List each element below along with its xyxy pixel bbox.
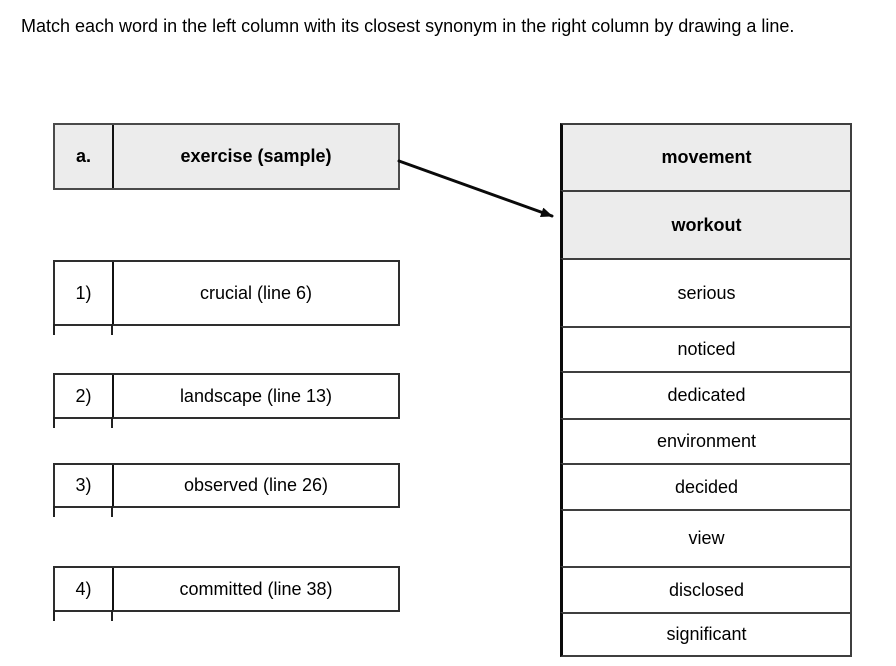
row-stub (53, 417, 55, 428)
left-item-4-word: committed (line 38) (179, 578, 333, 599)
left-item-3[interactable]: 3) observed (line 26) (53, 463, 400, 508)
left-item-4[interactable]: 4) committed (line 38) (53, 566, 400, 612)
left-item-2-label: 2) (55, 375, 114, 417)
left-item-2-word: landscape (line 13) (179, 385, 333, 406)
right-option-2[interactable]: workout (560, 190, 852, 260)
right-option-6[interactable]: environment (560, 418, 852, 465)
sample-box: a. exercise (sample) (53, 123, 400, 190)
row-stub (111, 506, 113, 517)
left-item-4-label: 4) (55, 568, 114, 610)
right-option-4[interactable]: noticed (560, 326, 852, 373)
row-stub (111, 417, 113, 428)
row-stub (111, 324, 113, 335)
row-stub (53, 610, 55, 621)
right-option-5[interactable]: dedicated (560, 371, 852, 420)
right-option-8[interactable]: view (560, 509, 852, 568)
left-item-3-label: 3) (55, 465, 114, 506)
left-item-1-label: 1) (55, 262, 114, 324)
right-option-7[interactable]: decided (560, 463, 852, 511)
right-option-1[interactable]: movement (560, 123, 852, 192)
instruction-text: Match each word in the left column with … (21, 16, 795, 36)
sample-label: a. (55, 125, 114, 188)
left-item-1-word: crucial (line 6) (199, 282, 313, 303)
right-option-9[interactable]: disclosed (560, 566, 852, 614)
left-item-2[interactable]: 2) landscape (line 13) (53, 373, 400, 419)
right-option-3[interactable]: serious (560, 258, 852, 328)
right-option-10[interactable]: significant (560, 612, 852, 657)
row-stub (53, 506, 55, 517)
sample-word: exercise (sample) (180, 146, 332, 166)
left-item-1[interactable]: 1) crucial (line 6) (53, 260, 400, 326)
row-stub (111, 610, 113, 621)
row-stub (53, 324, 55, 335)
left-item-3-word: observed (line 26) (183, 475, 329, 495)
right-column: movement workout serious noticed dedicat… (560, 123, 852, 657)
